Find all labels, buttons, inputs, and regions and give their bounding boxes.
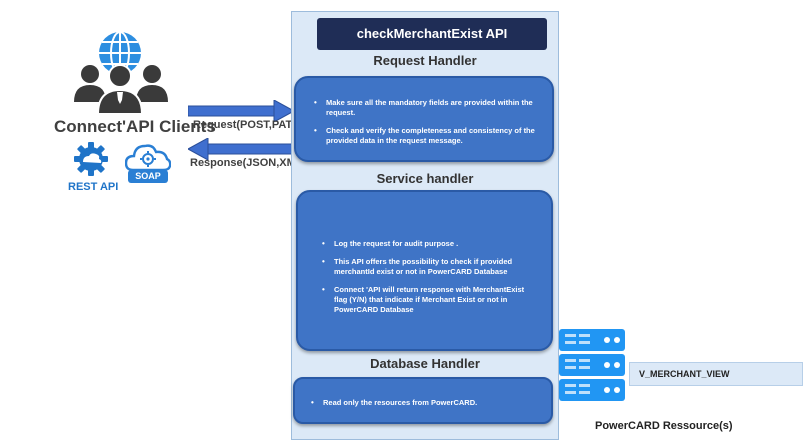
request-label: Request(POST,PATCH) [193,119,312,131]
rest-api-gear-icon [74,142,108,176]
database-handler-box: Read only the resources from PowerCARD. [293,377,553,424]
request-arrow [188,100,294,122]
request-bullet-1: Make sure all the mandatory fields are p… [314,98,542,118]
request-bullet-2: Check and verify the completeness and co… [314,126,542,146]
database-handler-title: Database Handler [370,356,480,371]
request-handler-box: Make sure all the mandatory fields are p… [294,76,554,162]
service-bullet-1: Log the request for audit purpose . [322,239,533,249]
resources-label: PowerCARD Ressource(s) [595,420,733,432]
response-label: Response(JSON,XML) [190,157,307,169]
database-server-icon [559,329,625,401]
service-handler-title: Service handler [376,171,474,186]
soap-badge: SOAP [128,170,168,183]
service-bullet-3: Connect 'API will return response with M… [322,285,533,315]
api-title: checkMerchantExist API [317,18,547,50]
merchant-view-label: V_MERCHANT_VIEW [629,362,803,386]
clients-group-icon [74,31,168,115]
request-handler-title: Request Handler [373,53,477,68]
response-arrow [188,138,294,160]
soap-cloud-icon [125,144,171,172]
clients-title: Connect'API Clients [54,117,216,136]
service-bullet-2: This API offers the possibility to check… [322,257,533,277]
database-bullet-1: Read only the resources from PowerCARD. [311,398,541,408]
rest-api-label: REST API [68,181,119,193]
service-handler-box: Log the request for audit purpose . This… [296,190,553,351]
